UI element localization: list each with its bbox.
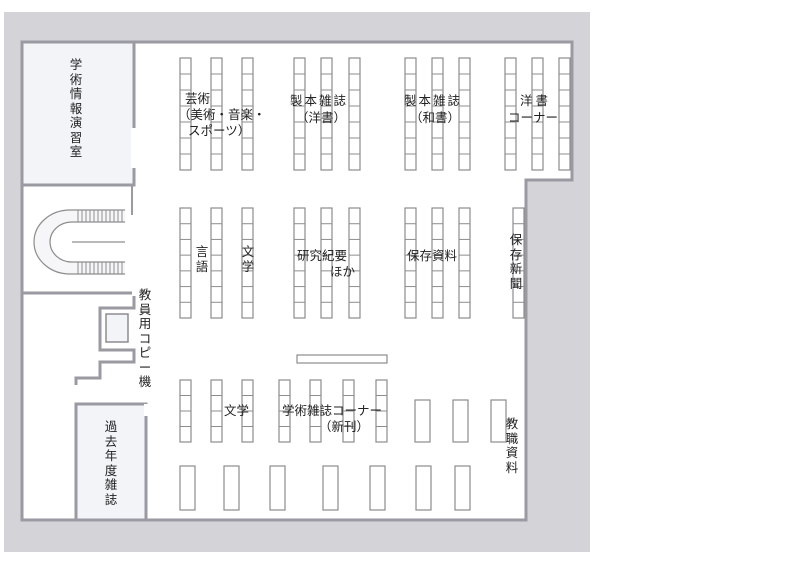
info-lab-room <box>20 40 136 187</box>
bound-japanese-label-2: （和書） <box>410 110 461 125</box>
shelf-unit <box>179 207 192 319</box>
shelf-unit <box>241 57 254 171</box>
shelf-unit <box>452 399 469 443</box>
bound-japanese-label-1: 製本雑誌 <box>404 93 463 108</box>
art-label-1: 芸術 <box>185 91 211 106</box>
bound-western-label-1: 製本雑誌 <box>290 93 349 108</box>
shelf-unit <box>179 379 192 443</box>
shelf-unit <box>223 465 240 511</box>
teaching-materials-label: 教職資料 <box>505 416 519 475</box>
shelf-unit <box>458 207 471 319</box>
shelf-unit <box>415 465 432 511</box>
literature-lower-label: 文学 <box>224 403 250 418</box>
shelves <box>179 57 571 511</box>
shelf-unit <box>320 57 333 171</box>
art-label-2: （美術・音楽・ <box>178 107 266 122</box>
shelf-unit <box>322 465 339 511</box>
shelf-unit <box>179 465 196 511</box>
shelf-unit <box>293 57 306 171</box>
shelf-unit <box>454 465 471 511</box>
research-label-1: 研究紀要 <box>297 248 348 263</box>
language-label: 言語 <box>195 244 209 274</box>
shelf-unit <box>348 57 361 171</box>
faculty-copy-label: 教員用コピー機 <box>138 287 152 389</box>
preserved-materials-label: 保存資料 <box>407 248 458 263</box>
copy-machine <box>105 313 129 343</box>
shelf-unit <box>293 207 306 319</box>
journal-corner-label-2: （新刊） <box>319 419 370 434</box>
western-corner-label-1: 洋書 <box>520 93 552 108</box>
shelf-unit <box>431 57 444 171</box>
shelf-unit <box>558 57 571 171</box>
shelf-unit <box>431 207 444 319</box>
staircase <box>33 209 125 275</box>
western-corner-label-2: コーナー <box>508 110 559 125</box>
shelf-unit <box>512 207 525 319</box>
preserved-newspapers-label: 保存新聞 <box>509 232 523 291</box>
info-lab-door <box>131 128 137 168</box>
shelf-unit <box>210 57 223 171</box>
literature-upper-label: 文学 <box>241 244 255 274</box>
shelf-unit <box>531 57 544 171</box>
shelf-unit <box>404 57 417 171</box>
shelf-unit <box>404 207 417 319</box>
copy-nook-wall <box>74 296 136 385</box>
research-label-2: ほか <box>330 264 356 279</box>
shelf-unit <box>210 379 223 443</box>
past-journals-label: 過去年度雑誌 <box>104 419 118 507</box>
shelf-unit <box>414 399 431 443</box>
shelf-unit <box>458 57 471 171</box>
art-label-3: スポーツ） <box>188 123 251 138</box>
shelf-unit <box>179 57 192 171</box>
shelf-unit <box>241 207 254 319</box>
bound-western-label-2: （洋書） <box>296 110 347 125</box>
shelf-unit <box>490 399 507 443</box>
shelf-unit <box>269 465 286 511</box>
shelf-unit <box>342 379 355 443</box>
shelf-unit <box>320 207 333 319</box>
shelf-unit <box>369 465 386 511</box>
journal-corner-label-1: 学術雑誌コーナー <box>282 403 383 418</box>
display-table <box>296 354 388 364</box>
shelf-unit <box>375 379 388 443</box>
shelf-unit <box>241 379 254 443</box>
shelf-unit <box>309 379 322 443</box>
shelf-unit <box>504 57 517 171</box>
shelf-unit <box>348 207 361 319</box>
shelf-unit <box>210 207 223 319</box>
shelf-unit <box>278 379 291 443</box>
info-lab-label: 学術情報演習室 <box>69 57 83 159</box>
past-journals-room <box>74 402 148 522</box>
